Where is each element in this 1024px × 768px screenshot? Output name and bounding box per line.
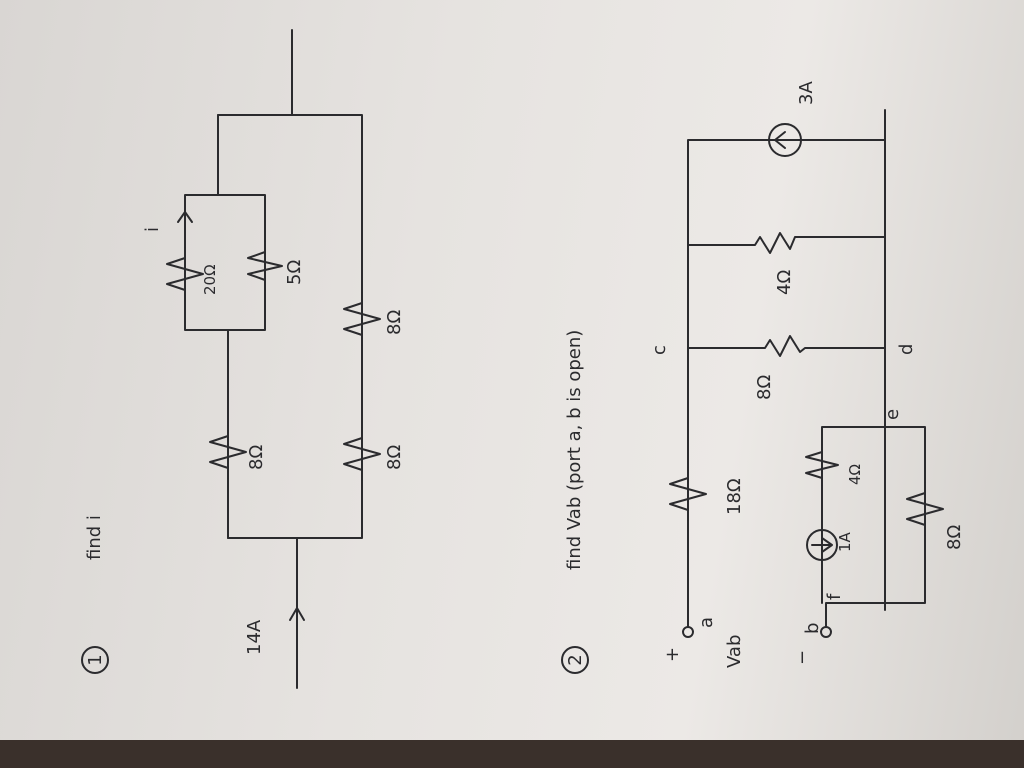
problem-1: 1 find i 14A 8Ω 20Ω 5Ω i 8Ω 8Ω: [81, 29, 405, 689]
source-label-14a: 14A: [244, 619, 265, 655]
resistor-5: [247, 241, 283, 291]
resistor-8-upper-label: 8Ω: [246, 445, 267, 470]
problem-2-prompt: find Vab (port a, b is open): [564, 330, 585, 570]
node-b-label: b: [802, 623, 823, 634]
resistor-8-lower-left-label: 8Ω: [384, 445, 405, 470]
parallel-box-wire: [184, 114, 266, 331]
node-f-label: f: [824, 593, 845, 600]
resistor-8-lower-right-label: 8Ω: [384, 310, 405, 335]
problem-1-number-circle: [81, 646, 109, 674]
node-e-label: e: [882, 409, 903, 420]
node-d-label: d: [896, 344, 917, 355]
vab-label: Vab: [724, 635, 745, 668]
problem-1-number: 1: [85, 654, 106, 665]
current-arrow-14a: [289, 607, 305, 621]
resistor-18: [669, 467, 707, 521]
terminal-a: [682, 626, 694, 638]
current-arrow-i: [177, 211, 193, 223]
resistor-8-lower-right: [343, 292, 381, 346]
problem-2: 2 find Vab (port a, b is open) + Vab − a…: [561, 81, 965, 674]
problem-1-prompt: find i: [84, 515, 105, 560]
resistor-5-label: 5Ω: [284, 260, 305, 285]
problem-2-number-circle: [561, 646, 589, 674]
resistor-4-loop: [805, 444, 839, 486]
resistor-8-mid-label: 8Ω: [754, 375, 775, 400]
current-label-i: i: [142, 227, 163, 232]
current-source-3a: [768, 123, 802, 157]
outer-loop-wire: [217, 114, 363, 539]
plus-sign: +: [662, 647, 683, 662]
resistor-8-lower-left: [343, 427, 381, 481]
resistor-8-upper: [209, 425, 247, 479]
resistor-4-loop-label: 4Ω: [846, 464, 864, 485]
node-a-label: a: [696, 617, 717, 628]
resistor-8-loop-label: 8Ω: [944, 525, 965, 550]
resistor-20-label: 20Ω: [201, 264, 219, 295]
problem-2-number: 2: [565, 654, 586, 665]
current-source-3a-arrow: [774, 131, 796, 149]
resistor-20: [166, 247, 204, 301]
source-3a-label: 3A: [796, 81, 817, 105]
resistor-4-mid: [687, 232, 886, 254]
source-1a-label: 1A: [836, 531, 854, 552]
current-source-1a-arrow: [811, 537, 833, 553]
desk-edge: [0, 740, 1024, 768]
resistor-18-label: 18Ω: [724, 478, 745, 515]
resistor-4-mid-label: 4Ω: [774, 270, 795, 295]
main-loop-wire: [687, 109, 886, 628]
resistor-8-loop: [906, 482, 944, 536]
node-c-label: c: [649, 345, 670, 355]
resistor-8-mid: [687, 335, 886, 357]
minus-sign: −: [792, 650, 813, 665]
current-source-1a: [806, 529, 838, 561]
